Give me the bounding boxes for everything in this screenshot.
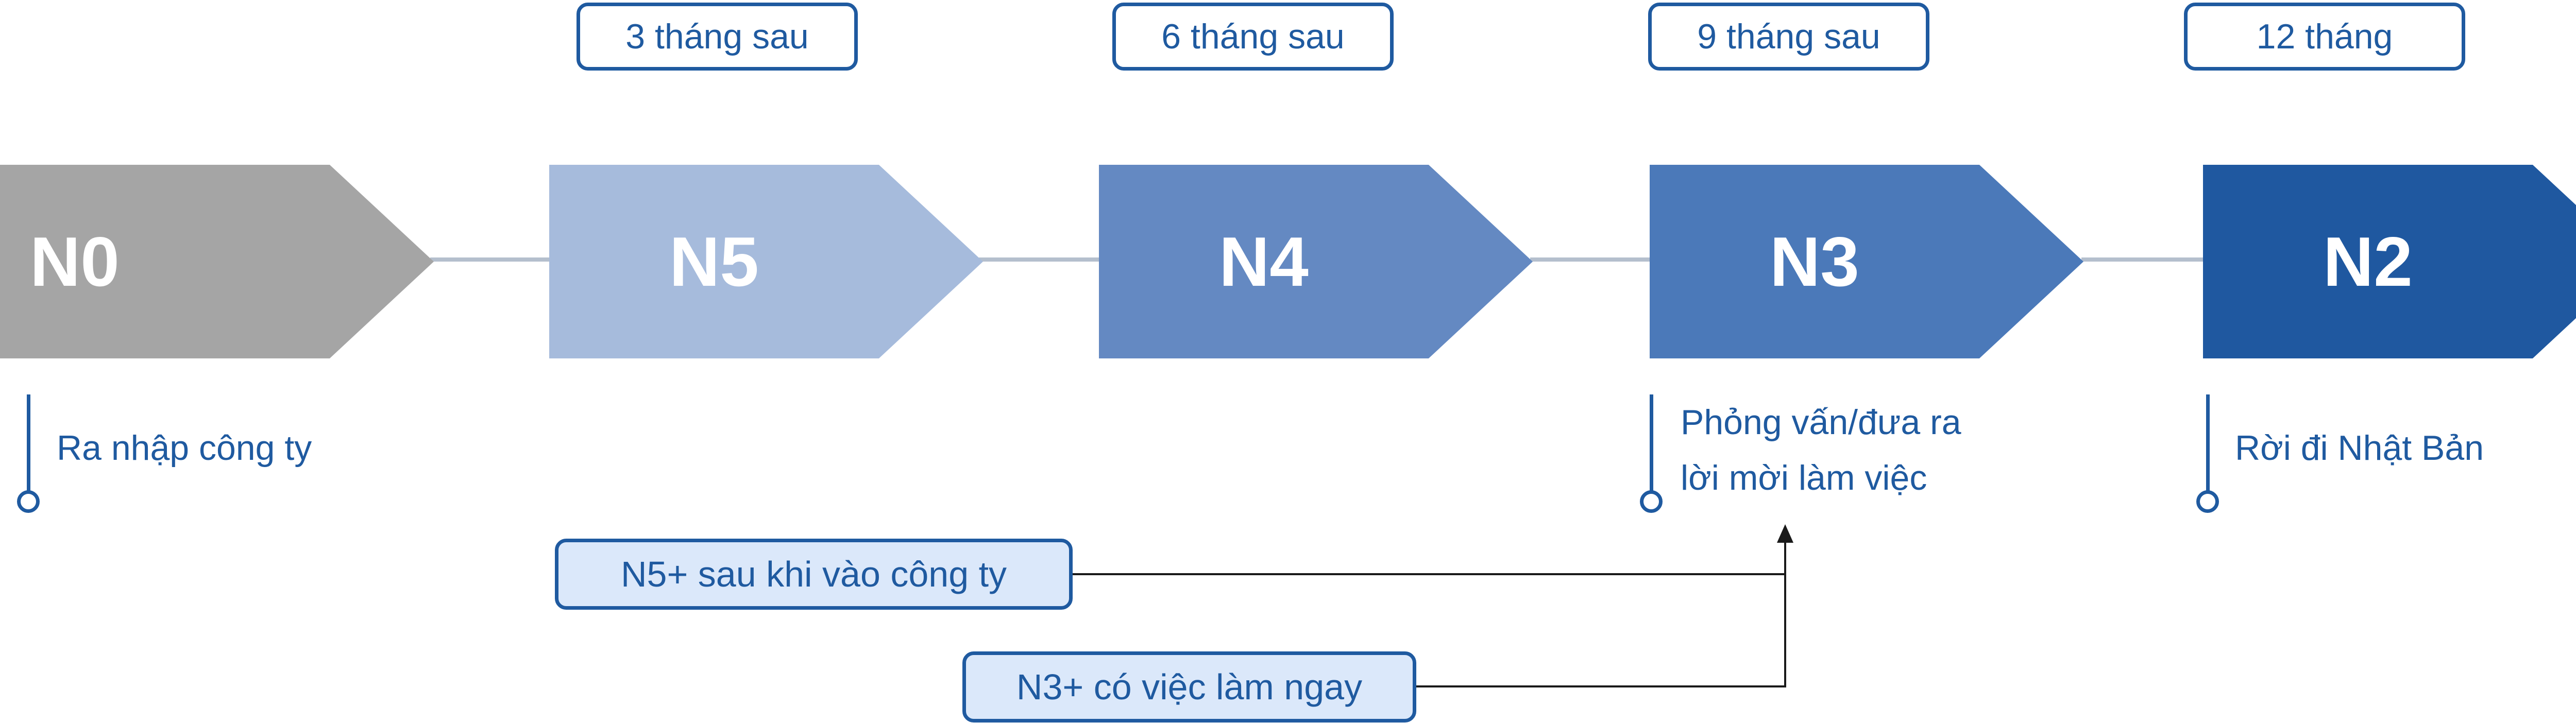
- milestone-marker-join: [17, 394, 40, 514]
- level-label: N4: [1219, 222, 1309, 301]
- duration-label: 9 tháng sau: [1697, 17, 1880, 56]
- milestone-text-interview: Phỏng vấn/đưa ra lời mời làm việc: [1681, 394, 1961, 506]
- level-arrow-n5: N5: [549, 165, 983, 358]
- shortcut-label: N5+ sau khi vào công ty: [620, 554, 1007, 594]
- duration-badge-12-months: 12 tháng: [2184, 3, 2465, 71]
- milestone-text-join: Ra nhập công ty: [57, 420, 312, 476]
- duration-badge-9-months: 9 tháng sau: [1648, 3, 1929, 71]
- level-arrow-n2: N2: [2203, 165, 2576, 358]
- marker-dot: [2196, 490, 2219, 513]
- shortcut-n3-plus: N3+ có việc làm ngay: [962, 651, 1416, 722]
- level-arrow-n3: N3: [1650, 165, 2083, 358]
- level-label: N2: [2323, 222, 2413, 301]
- duration-label: 6 tháng sau: [1161, 17, 1345, 56]
- duration-label: 12 tháng: [2256, 17, 2393, 56]
- milestone-label-line-2: lời mời làm việc: [1681, 458, 1927, 497]
- milestone-label: Rời đi Nhật Bản: [2235, 428, 2484, 468]
- milestone-marker-depart: [2196, 394, 2219, 514]
- level-label: N3: [1770, 222, 1859, 301]
- duration-badge-6-months: 6 tháng sau: [1112, 3, 1394, 71]
- level-label: N0: [30, 222, 120, 301]
- milestone-marker-interview: [1640, 394, 1663, 514]
- level-label: N5: [669, 222, 759, 301]
- shortcut-label: N3+ có việc làm ngay: [1016, 667, 1363, 707]
- marker-stem: [27, 394, 30, 493]
- level-arrow-n4: N4: [1099, 165, 1533, 358]
- milestone-text-depart: Rời đi Nhật Bản: [2235, 420, 2484, 476]
- shortcut-arrowhead: [1777, 524, 1793, 543]
- shortcut-n5-plus: N5+ sau khi vào công ty: [555, 539, 1073, 610]
- marker-stem: [2206, 394, 2210, 493]
- level-arrow-n0: N0: [0, 165, 434, 358]
- marker-dot: [17, 490, 40, 513]
- duration-label: 3 tháng sau: [625, 17, 809, 56]
- milestone-label-line-1: Phỏng vấn/đưa ra: [1681, 403, 1961, 442]
- marker-dot: [1640, 490, 1663, 513]
- marker-stem: [1650, 394, 1653, 493]
- milestone-label: Ra nhập công ty: [57, 428, 312, 468]
- duration-badge-3-months: 3 tháng sau: [577, 3, 858, 71]
